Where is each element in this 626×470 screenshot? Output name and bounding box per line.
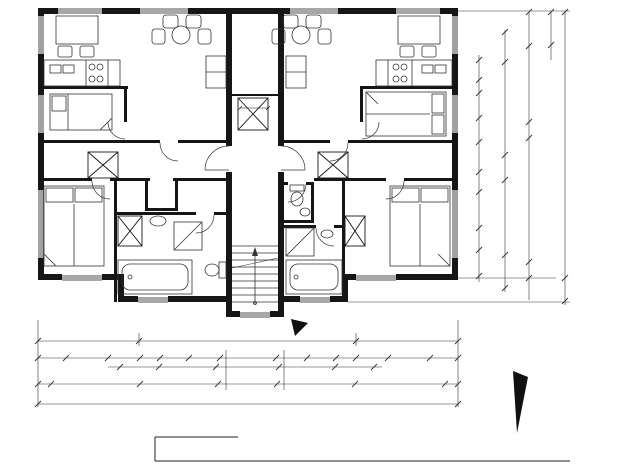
kitchen-block-left bbox=[205, 55, 227, 89]
bathtub-left bbox=[117, 259, 193, 295]
markers bbox=[154, 319, 570, 462]
washbasin-left bbox=[149, 215, 167, 227]
washbasin-right bbox=[320, 229, 334, 239]
seating-group-right bbox=[271, 14, 332, 45]
kitchen-block-right bbox=[285, 55, 307, 89]
washbasin-wc bbox=[299, 207, 311, 217]
dining-set-right bbox=[397, 15, 441, 58]
north-arrow bbox=[513, 371, 528, 433]
shaft-boxes bbox=[87, 151, 366, 247]
kitchen-counter-left bbox=[43, 59, 121, 87]
kitchen-counter-right bbox=[375, 59, 453, 87]
section-cut-marker bbox=[291, 319, 308, 336]
dining-set-left bbox=[55, 15, 99, 58]
bed-schlafen-right bbox=[389, 185, 451, 267]
bed-schlafen-left bbox=[43, 185, 105, 267]
shower-left bbox=[173, 221, 203, 251]
bathtub-right bbox=[285, 259, 343, 295]
windows bbox=[37, 7, 459, 318]
furniture bbox=[43, 14, 453, 295]
staircase bbox=[231, 245, 279, 305]
dimension-lines bbox=[34, 8, 570, 408]
shower-right bbox=[285, 227, 315, 257]
toilet-wc bbox=[289, 184, 305, 207]
bed-kind bbox=[49, 93, 113, 131]
elevator-shaft bbox=[237, 97, 271, 131]
bed-schlafen-right-top bbox=[365, 91, 447, 137]
door-swings bbox=[91, 121, 405, 247]
seating-group-left bbox=[151, 14, 212, 45]
toilet-left bbox=[204, 261, 227, 279]
title-rule bbox=[154, 436, 570, 462]
